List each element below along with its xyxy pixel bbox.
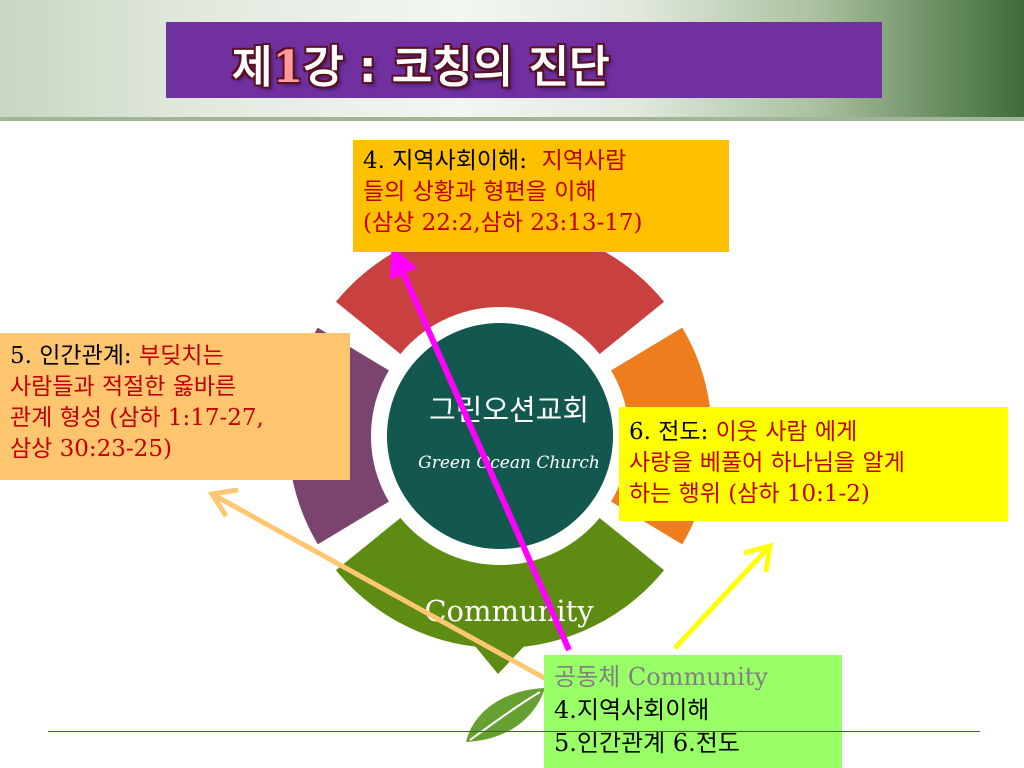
arrow-to-item4 xyxy=(389,246,572,652)
footer-divider xyxy=(48,731,980,732)
item5-box: 5. 인간관계: 부딪치는 사람들과 적절한 옳바른 관계 형성 (삼하 1:1… xyxy=(0,333,350,480)
ring-pointer-tab xyxy=(470,640,530,674)
title-number: 1 xyxy=(272,42,304,93)
item6-desc-line3: 하는 행위 (삼하 10:1-2) xyxy=(629,481,870,507)
item4-desc-line2: 들의 상황과 형편을 이해 xyxy=(363,179,597,205)
arrow-to-item6 xyxy=(673,542,774,650)
leaf-vein xyxy=(469,691,541,741)
community-title: 공동체 Community xyxy=(554,663,768,691)
center-circle xyxy=(387,323,613,549)
center-name-en: Green Ocean Church xyxy=(418,453,600,473)
item5-desc-line4: 삼상 30:23-25) xyxy=(10,436,172,462)
item6-box: 6. 전도: 이웃 사람 에게 사랑을 베풀어 하나님을 알게 하는 행위 (삼… xyxy=(619,407,1008,521)
header-divider xyxy=(0,117,1024,121)
item5-desc-line3: 관계 형성 (삼하 1:17-27, xyxy=(10,405,264,431)
community-line1: 4.지역사회이해 xyxy=(554,696,710,724)
ring-segment-bottom xyxy=(333,515,667,650)
item5-desc-line2: 사람들과 적절한 옳바른 xyxy=(10,374,237,400)
ring-bottom-label: Community xyxy=(424,594,594,628)
item5-desc-line1: 부딪치는 xyxy=(138,343,224,369)
item6-desc-line1: 이웃 사람 에게 xyxy=(715,419,858,445)
title-bar xyxy=(166,22,882,98)
item6-desc-line2: 사랑을 베풀어 하나님을 알게 xyxy=(629,450,905,476)
item4-desc-line1: 지역사람 xyxy=(541,148,627,174)
item5-heading: 5. 인간관계: xyxy=(10,343,132,369)
item4-desc-line3: (삼상 22:2,삼하 23:13-17) xyxy=(363,210,643,236)
item4-heading: 4. 지역사회이해: xyxy=(363,148,527,174)
title-suffix: 강 : 코칭의 진단 xyxy=(303,42,610,93)
community-line2: 5.인간관계 6.전도 xyxy=(554,729,740,757)
slide-title: 제1강 : 코칭의 진단 xyxy=(232,31,610,95)
center-name-ko: 그린오션교회 xyxy=(429,393,589,427)
community-box: 공동체 Community 4.지역사회이해 5.인간관계 6.전도 xyxy=(544,655,842,768)
arrow-to-item5 xyxy=(207,487,550,683)
item4-box: 4. 지역사회이해: 지역사람 들의 상황과 형편을 이해 (삼상 22:2,삼… xyxy=(353,140,729,252)
title-prefix: 제 xyxy=(232,42,273,93)
item6-heading: 6. 전도: xyxy=(629,419,709,445)
